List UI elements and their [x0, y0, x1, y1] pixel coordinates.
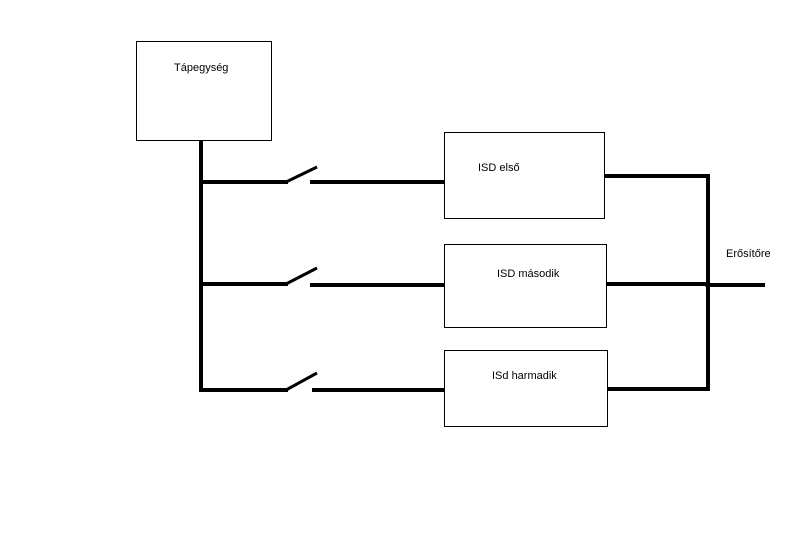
- isd-third-label: ISd harmadik: [492, 370, 557, 382]
- amplifier-label: Erősítőre: [726, 248, 771, 260]
- isd-first-label: ISD első: [478, 162, 520, 174]
- isd-third-box: [444, 350, 608, 427]
- isd-second-label: ISD második: [497, 268, 560, 280]
- power-supply-label: Tápegység: [174, 62, 229, 74]
- switch-2: [285, 266, 318, 286]
- isd-second-box: [444, 244, 607, 328]
- switch-1: [285, 165, 318, 184]
- switch-3: [285, 371, 318, 392]
- power-supply-box: [136, 41, 272, 141]
- junction-dot: [705, 282, 711, 288]
- isd-first-box: [444, 132, 605, 219]
